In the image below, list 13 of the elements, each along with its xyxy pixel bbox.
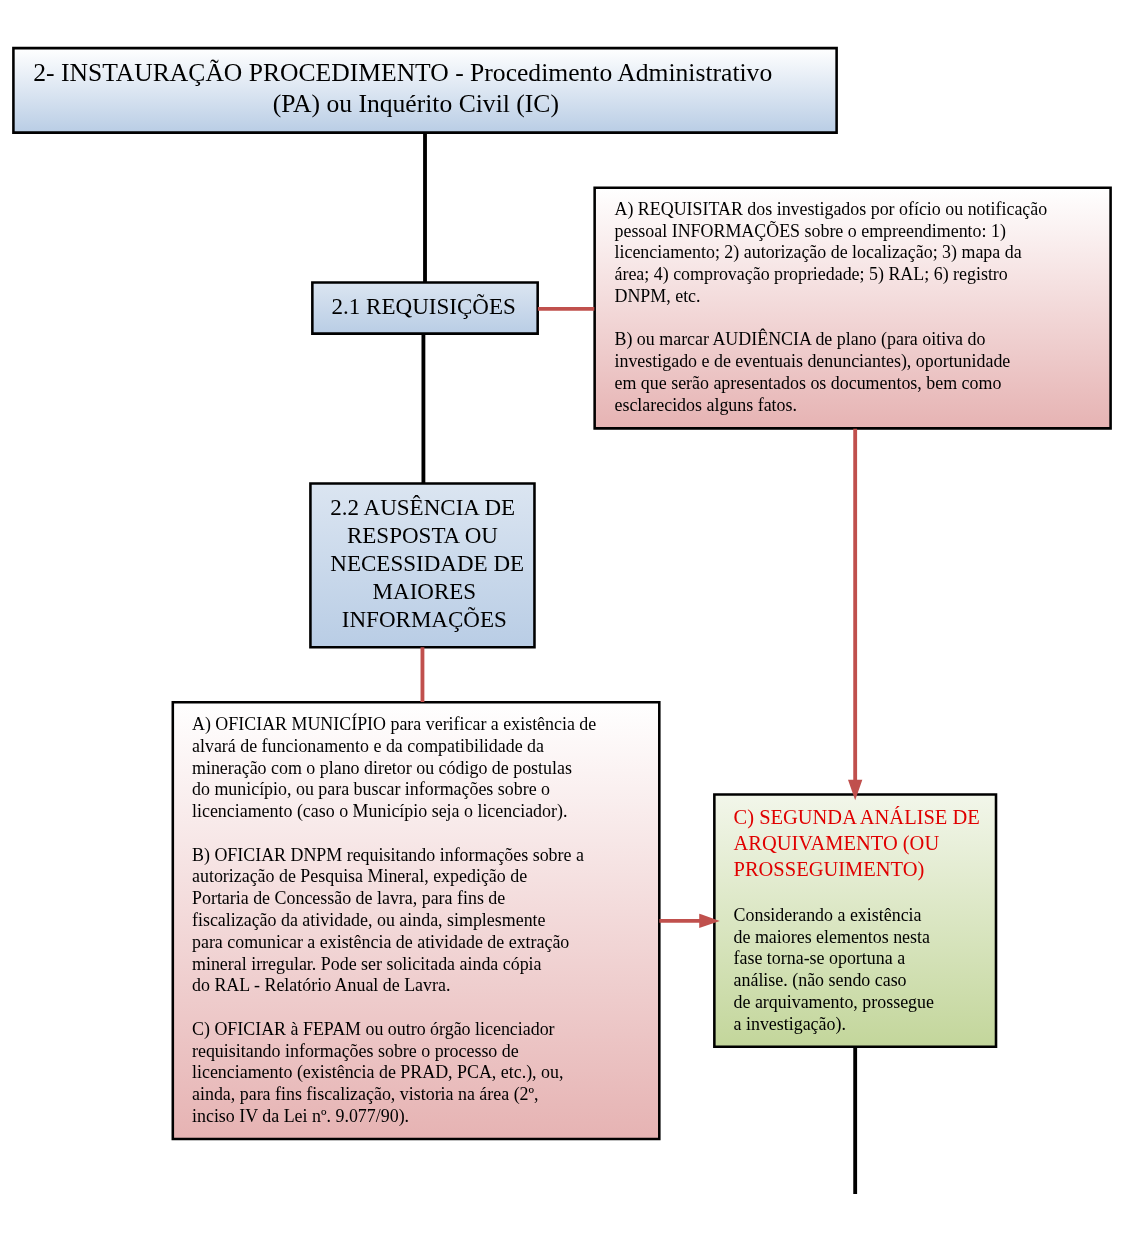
- node-box: A) OFICIAR MUNICÍPIO para verificar a existência de alvará de funcionamento e da compatibilidade da mineração com o plano diretor ou código de postulas do município, ou para buscar informações sobre o licenciamento (caso o Município seja o licenciador). B) OFICIAR DNPM requisitando informações sobre a autorização de Pesquisa Mineral, expedição de Portaria de Concessão de lavra, para fins de fiscalização da atividade, ou ainda, simplesmente para comunicar a existência de atividade de extração mineral irregular. Pode ser solicitada ainda cópia do RAL - Relatório Anual de Lavra. C) OFICIAR à FEPAM ou outro órgão licenciador requisitando informações sobre o processo de licenciamento (existência de PRAD, PCA, etc.), ou, ainda, para fins fiscalização, vistoria na área (2º, inciso IV da Lei nº. 9.077/90).: [171, 700, 661, 1140]
- node-box: C) SEGUNDA ANÁLISE DE ARQUIVAMENTO (OU PROSSEGUIMENTO) Considerando a existência de maiores elementos nesta fase torna-se oportuna a análise. (não sendo caso de arquivamento, prossegue a investigação).: [713, 792, 998, 1048]
- node-box: 2- INSTAURAÇÃO PROCEDIMENTO - Procedimento Administrativo (PA) ou Inquérito Civil (IC): [12, 46, 838, 134]
- node-box: 2.1 REQUISIÇÕES: [311, 280, 539, 335]
- connector: [853, 1046, 858, 1194]
- arrow: [659, 913, 720, 928]
- connector: [423, 132, 427, 282]
- connector: [421, 333, 426, 483]
- connector: [537, 306, 595, 311]
- connector: [420, 646, 425, 702]
- arrow: [848, 428, 863, 800]
- node-box: A) REQUISITAR dos investigados por ofício ou notificação pessoal INFORMAÇÕES sobre o empreendimento: 1) licenciamento; 2) autorização de localização; 3) mapa da área; 4) comprovação propriedade; 5) RAL; 6) registro DNPM, etc. B) ou marcar AUDIÊNCIA de plano (para oitiva do investigado e de eventuais denunciantes), oportunidade em que serão apresentados os documentos, bem como esclarecidos alguns fatos.: [593, 185, 1112, 430]
- node-box: 2.2 AUSÊNCIA DE RESPOSTA OU NECESSIDADE DE MAIORES INFORMAÇÕES: [309, 481, 536, 649]
